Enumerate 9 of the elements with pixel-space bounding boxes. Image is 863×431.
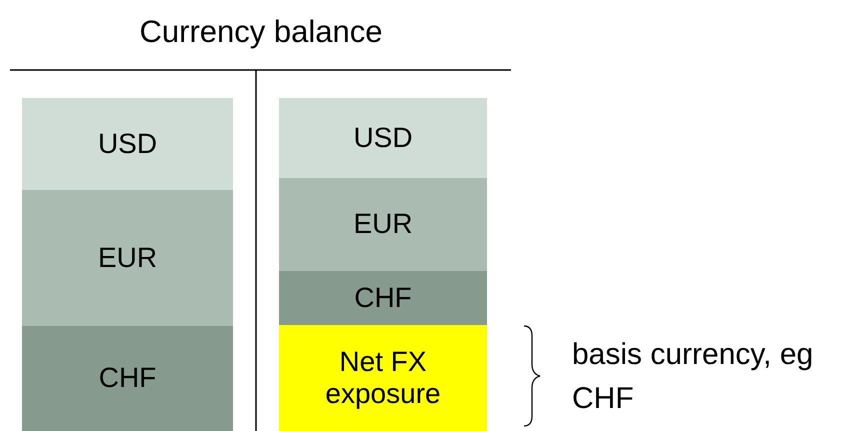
balance-block: USD xyxy=(279,98,487,178)
chart-title: Currency balance xyxy=(138,14,384,50)
balance-block: EUR xyxy=(22,190,233,326)
highlighted-balance-block: Net FX exposure xyxy=(279,325,487,431)
balance-block: USD xyxy=(22,98,233,190)
balance-block: CHF xyxy=(279,271,487,325)
balance-block: EUR xyxy=(279,178,487,271)
balance-block: CHF xyxy=(22,326,233,431)
annotation-text: basis currency, eg CHF xyxy=(572,337,814,416)
